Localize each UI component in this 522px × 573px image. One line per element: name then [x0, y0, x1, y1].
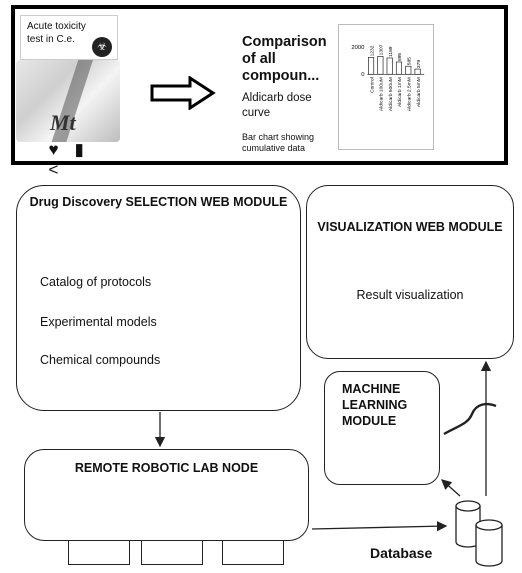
comparison-title: Comparison of all compoun...: [242, 34, 327, 84]
category-label: Aldicarb 2.5mM: [406, 77, 412, 111]
lab-to-database-arrow: [311, 521, 448, 532]
bookmark-icon[interactable]: ▮: [74, 140, 84, 159]
remote-lab-title: REMOTE ROBOTIC LAB NODE: [74, 461, 259, 475]
visualization-module-title: VISUALIZATION WEB MODULE: [317, 220, 503, 234]
y-tick-label: 2000: [351, 45, 365, 51]
card-actions: ♥ ▮ <: [43, 140, 113, 179]
database-to-ml-arrow: [441, 479, 461, 497]
models-item: Experimental models: [40, 315, 157, 329]
protocol-card-image: Mt: [16, 60, 120, 142]
bar: [368, 57, 375, 75]
lab-station-3: [222, 540, 284, 565]
ml-module-title: MACHINE LEARNING MODULE: [342, 382, 408, 428]
bar-value-label: 1232: [369, 45, 375, 56]
bar-value-label: 1189: [388, 46, 394, 57]
bar-value-label: 585: [406, 57, 412, 65]
bar: [405, 65, 412, 75]
lab-station-2: [141, 540, 203, 565]
right-arrow-icon: [150, 76, 216, 110]
bar-value-label: 1307: [379, 44, 385, 55]
category-label: Aldicarb 1mM: [397, 77, 403, 107]
share-icon[interactable]: <: [48, 160, 59, 179]
compounds-item: Chemical compounds: [40, 353, 161, 367]
bar: [386, 57, 393, 75]
comparison-subtitle: Aldicarb dose curve: [242, 92, 312, 119]
catalog-item: Catalog of protocols: [40, 275, 152, 289]
comparison-description: Bar chart showing cumulative data: [242, 132, 315, 153]
bar-value-label: 895: [397, 53, 403, 61]
bar: [377, 56, 384, 75]
lab-station-1: [68, 540, 130, 565]
category-label: Aldicarb 500uM: [388, 77, 394, 111]
category-label: Aldicarb 100uM: [379, 77, 385, 111]
biohazard-icon: ☣: [92, 37, 112, 57]
bar: [395, 61, 403, 75]
database-icon: [455, 500, 503, 567]
ml-module-box: [324, 371, 440, 485]
selection-module-box: [16, 185, 301, 411]
y-tick-label: 0: [361, 72, 365, 78]
model-curve: [443, 402, 497, 436]
category-label: Control: [369, 77, 375, 93]
heart-icon[interactable]: ♥: [48, 140, 59, 159]
selection-module-title: Drug Discovery SELECTION WEB MODULE: [29, 195, 288, 209]
remote-lab-box: [24, 449, 309, 541]
bar-value-label: 379: [416, 60, 422, 68]
visualization-module-box: [306, 185, 514, 359]
image-text: Mt: [50, 110, 76, 135]
bar: [414, 68, 421, 75]
category-label: Aldicarb 5mM: [416, 77, 422, 107]
database-label: Database: [370, 545, 433, 561]
result-visualization-item: Result visualization: [356, 288, 464, 302]
